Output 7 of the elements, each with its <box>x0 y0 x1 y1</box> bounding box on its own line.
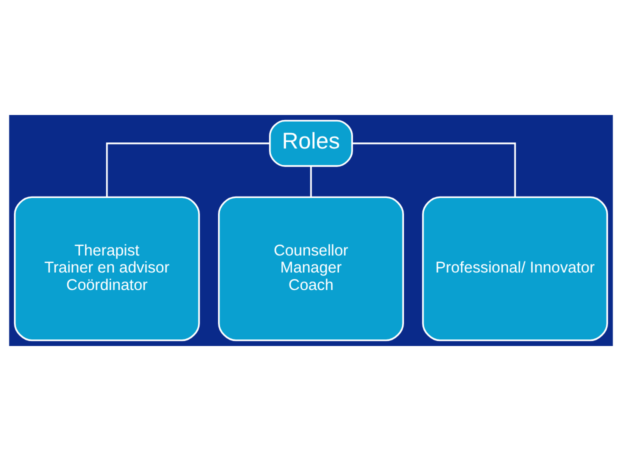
node-box: Roles <box>269 120 353 167</box>
node-box: Professional/ Innovator <box>422 196 608 342</box>
connector <box>106 142 270 197</box>
connector <box>352 142 516 197</box>
node-box: Counsellor Manager Coach <box>218 196 404 342</box>
node-box: Therapist Trainer en advisor Coördinator <box>14 196 200 342</box>
connector <box>310 166 312 198</box>
